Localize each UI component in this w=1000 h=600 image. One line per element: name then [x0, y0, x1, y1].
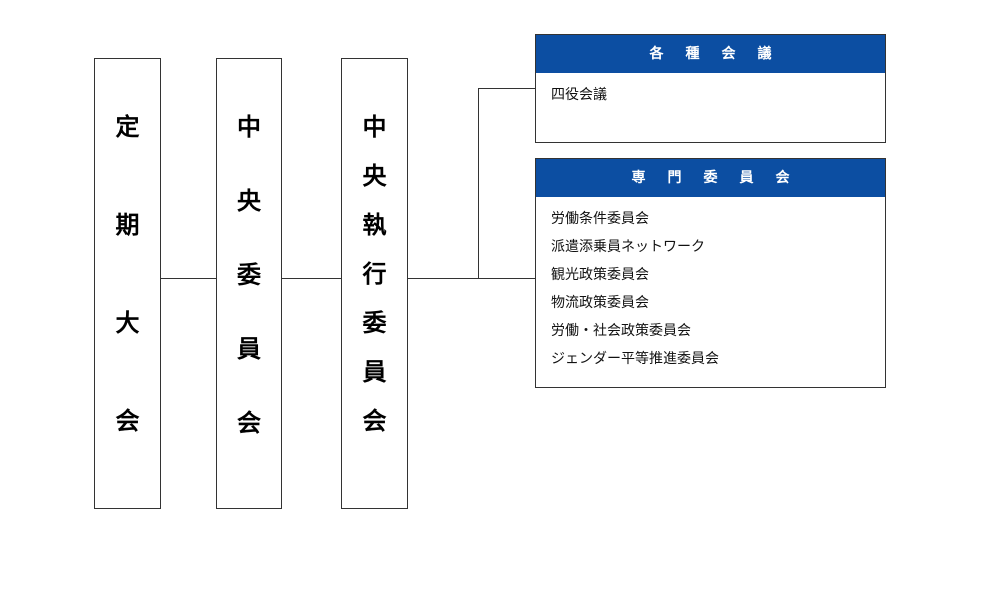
- list-item: 物流政策委員会: [551, 295, 649, 311]
- panel-kakushu-kaigi: 各種会議 四役会議: [535, 34, 886, 143]
- char: 会: [115, 407, 140, 435]
- char: 中: [237, 113, 261, 141]
- box-chuo-iinkai: 中 央 委 員 会: [216, 58, 282, 509]
- connector-2: [281, 278, 342, 279]
- list-item: 派遣添乗員ネットワーク: [551, 239, 705, 255]
- connector-to-senmon: [478, 278, 536, 279]
- list-item: 観光政策委員会: [551, 267, 649, 283]
- box-teiki-taikai: 定 期 大 会: [94, 58, 161, 509]
- list-item: 労働条件委員会: [551, 211, 649, 227]
- char: 員: [362, 358, 387, 386]
- char: 会: [362, 407, 387, 435]
- char: 委: [237, 261, 261, 289]
- connector-1: [160, 278, 216, 279]
- char: 執: [362, 211, 387, 239]
- char: 行: [362, 260, 387, 288]
- box-chuo-shikko-iinkai: 中 央 執 行 委 員 会: [341, 58, 408, 509]
- char: 大: [115, 309, 140, 337]
- panel-title: 各種会議: [536, 35, 885, 73]
- char: 期: [115, 211, 140, 239]
- connector-3: [407, 278, 479, 279]
- char: 委: [362, 309, 387, 337]
- char: 央: [362, 162, 387, 190]
- char: 中: [362, 113, 387, 141]
- connector-branch-vertical: [478, 88, 479, 279]
- panel-senmon-iinkai: 専門委員会 労働条件委員会 派遣添乗員ネットワーク 観光政策委員会 物流政策委員…: [535, 158, 886, 388]
- char: 央: [237, 187, 261, 215]
- list-item: 四役会議: [551, 87, 607, 103]
- list-item: 労働・社会政策委員会: [551, 323, 691, 339]
- char: 会: [237, 409, 261, 437]
- list-item: ジェンダー平等推進委員会: [551, 351, 719, 367]
- char: 定: [115, 113, 140, 141]
- char: 員: [237, 335, 261, 363]
- panel-title: 専門委員会: [536, 159, 885, 197]
- connector-to-kakushu: [478, 88, 536, 89]
